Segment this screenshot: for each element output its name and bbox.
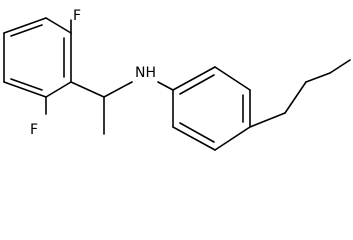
bond bbox=[214, 66, 251, 91]
phenyl-ring bbox=[172, 66, 251, 151]
bond bbox=[172, 126, 216, 151]
amine-label: NH bbox=[135, 65, 156, 81]
double-bond-inner bbox=[10, 24, 43, 37]
nh-ring-bond bbox=[157, 81, 174, 91]
bond bbox=[249, 112, 286, 128]
difluorophenyl-ring bbox=[3, 17, 72, 98]
ch-nh-bond bbox=[103, 81, 133, 98]
molecule-structure: F F NH bbox=[3, 8, 351, 151]
fluorine-top-label: F bbox=[73, 8, 81, 24]
butyl-chain bbox=[249, 59, 351, 128]
bond bbox=[45, 17, 72, 34]
bond bbox=[172, 66, 216, 91]
fluorine-bottom-label: F bbox=[30, 122, 38, 138]
bond bbox=[45, 81, 72, 98]
double-bond-inner bbox=[179, 122, 215, 143]
double-bond-inner bbox=[10, 78, 43, 91]
double-bond-inner bbox=[179, 74, 215, 95]
bond bbox=[284, 81, 307, 114]
bond bbox=[214, 126, 251, 151]
bond bbox=[305, 72, 331, 83]
bond bbox=[3, 81, 47, 98]
ring-to-ch-bond bbox=[70, 81, 105, 98]
bond bbox=[3, 17, 47, 34]
bond bbox=[329, 59, 351, 74]
